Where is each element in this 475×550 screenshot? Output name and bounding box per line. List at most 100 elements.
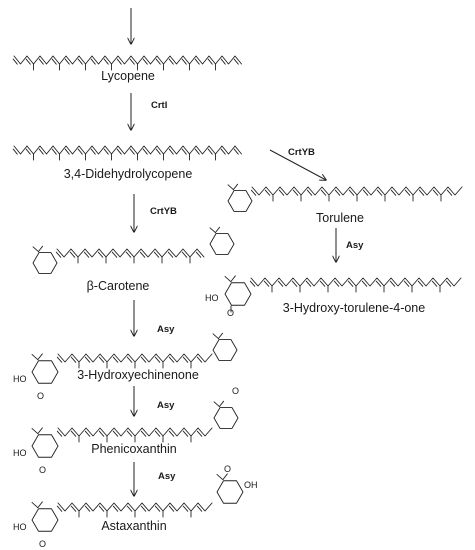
bond-path [140,505,147,512]
bond-path [90,58,96,65]
bond-path [445,280,452,287]
bond-path [25,58,31,65]
bond-path [90,148,96,155]
bond-path [224,282,252,306]
bond-path [195,251,202,258]
bond-path [305,280,312,287]
bond-path [277,280,284,287]
bond-path [32,252,58,274]
compound-label-hydroxyechinenone: 3-Hydroxyechinenone [77,368,199,382]
bond-path [64,58,70,65]
bond-path [70,505,77,512]
group-label-ho-phenico: HO [13,448,27,458]
group-label-o-echinenone: O [37,391,44,401]
bond-path [98,356,105,363]
bond-path [154,430,161,437]
bond-path [319,280,326,287]
bond-path [12,58,18,65]
bond-path [194,58,200,65]
bond-path [403,280,410,287]
bond-path [57,502,213,512]
torulene-structure [227,183,463,212]
bond-path [250,189,257,196]
group-label-ho-torulenone: HO [205,293,219,303]
bond-path [139,251,146,258]
bond-path [390,189,397,196]
bond-path [217,332,224,340]
bond-path [13,145,242,155]
bond-path [98,505,105,512]
bond-path [31,508,59,532]
group-label-o-torulenone: O [227,308,234,318]
compound-label-astaxanthin: Astaxanthin [101,519,166,533]
bond-path [292,189,299,196]
bond-path [227,190,253,212]
bond-path [84,356,91,363]
bond-path [220,148,226,155]
bond-path [84,430,91,437]
bond-path [220,58,226,65]
bond-path [249,280,256,287]
bond-path [361,280,368,287]
enzyme-label-asy-torulene: Asy [346,240,364,251]
group-label-ho-asta: HO [13,522,27,532]
group-label-o-phenico-left: O [39,465,46,475]
phenicoxanthin-structure [31,400,239,458]
bond-path [376,189,383,196]
bond-path [37,501,43,509]
bond-path [375,280,382,287]
bond-path [224,276,232,283]
bond-path [196,356,203,363]
compound-label-torulene: Torulene [316,211,364,225]
bond-path [251,186,463,196]
bond-path [196,430,203,437]
bond-path [263,280,270,287]
enzyme-label-crtyb-carotene: CrtYB [150,206,177,217]
bond-path [212,333,219,340]
bond-path [264,189,271,196]
hydroxy-torulenone-structure [224,275,462,313]
bond-path [112,505,119,512]
lycopene-structure [12,55,242,71]
bond-path [214,226,221,234]
bond-path [112,356,119,363]
bond-path [38,58,44,65]
bond-path [207,148,213,155]
bond-path [31,502,39,509]
bond-path [404,189,411,196]
bond-path [55,251,62,258]
bond-path [31,428,39,435]
bond-path [12,148,18,155]
bond-path [56,356,63,363]
bond-path [57,427,213,437]
bond-path [155,148,161,155]
bond-path [222,473,228,481]
bond-path [196,505,203,512]
bond-path [140,356,147,363]
bond-path [56,505,63,512]
bond-path [167,251,174,258]
compound-label-lycopene: Lycopene [101,69,155,83]
bond-path [64,148,70,155]
bond-path [168,58,174,65]
bond-path [218,400,225,408]
bond-path [389,280,396,287]
enzyme-label-crti: CrtI [151,100,167,111]
beta-carotene-structure [32,226,235,274]
bond-path [446,189,453,196]
enzyme-label-asy-echinenone: Asy [157,400,175,411]
bond-path [98,430,105,437]
bond-path [212,339,238,361]
bond-path [77,58,83,65]
bond-path [51,58,57,65]
bond-path [168,356,175,363]
hydroxyechinenone-structure [31,332,238,384]
bond-path [155,58,161,65]
bond-path [129,148,135,155]
bond-path [57,353,213,363]
bond-path [432,189,439,196]
bond-path [182,430,189,437]
bond-path [31,434,59,458]
bond-path [142,148,148,155]
bond-path [230,275,236,283]
